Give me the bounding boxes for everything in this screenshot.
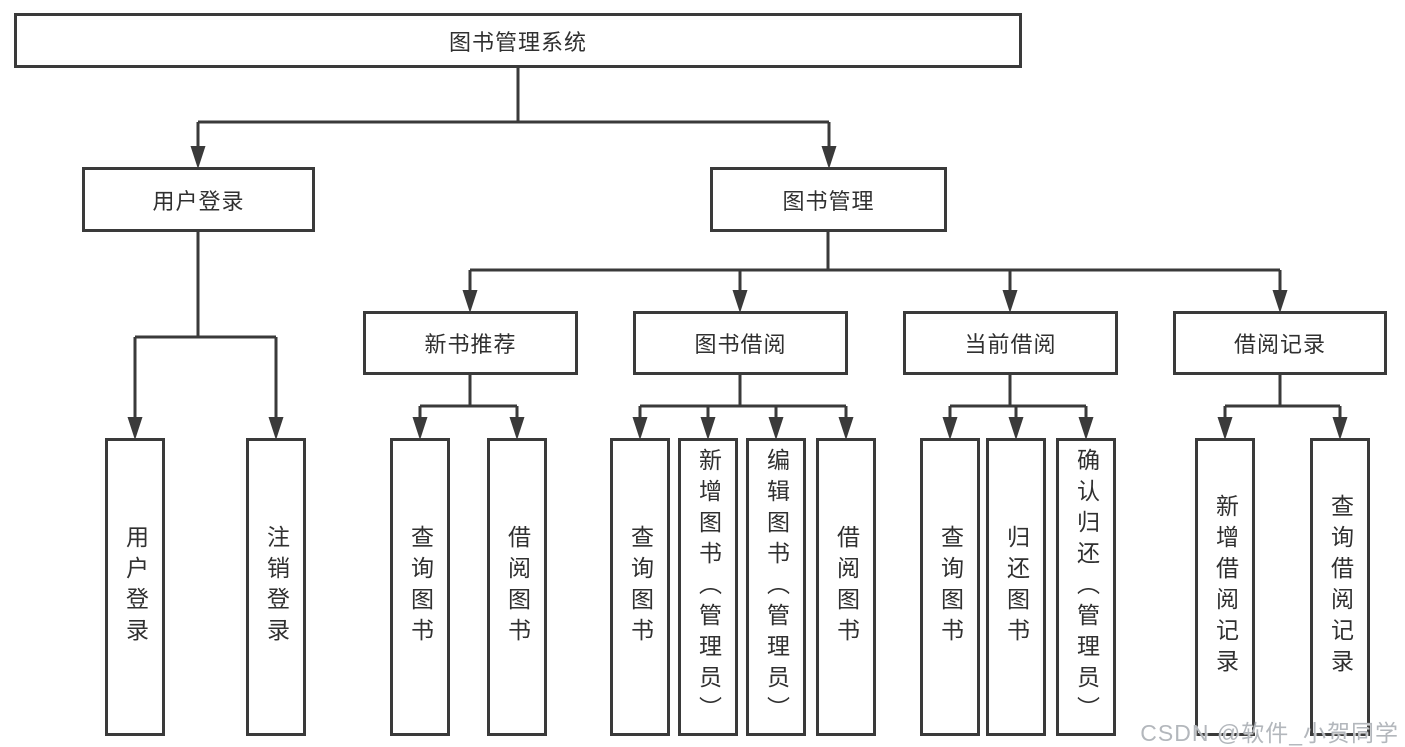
leaf-record-query: 查询借阅记录 (1310, 438, 1370, 736)
leaf-borrow-edit-admin: 编辑图书（管理员） (746, 438, 806, 736)
node-new-book-recommend: 新书推荐 (363, 311, 578, 375)
leaf-logout: 注销登录 (246, 438, 306, 736)
leaf-current-return: 归还图书 (986, 438, 1046, 736)
leaf-record-add: 新增借阅记录 (1195, 438, 1255, 736)
leaf-current-confirm-admin: 确认归还（管理员） (1056, 438, 1116, 736)
node-label: 查询图书 (407, 525, 434, 649)
leaf-borrow-query: 查询图书 (610, 438, 670, 736)
node-user-login: 用户登录 (82, 167, 315, 232)
node-borrow-records: 借阅记录 (1173, 311, 1387, 375)
node-label: 新增借阅记录 (1212, 494, 1239, 680)
node-label: 归还图书 (1003, 525, 1030, 649)
node-current-borrowing: 当前借阅 (903, 311, 1118, 375)
node-label: 图书借阅 (694, 332, 787, 357)
node-root-system: 图书管理系统 (14, 13, 1022, 68)
node-label: 编辑图书（管理员） (763, 447, 790, 727)
node-label: 注销登录 (263, 525, 290, 649)
node-label: 新增图书（管理员） (695, 447, 722, 727)
node-label: 借阅记录 (1233, 332, 1326, 357)
leaf-user-login: 用户登录 (105, 438, 165, 736)
node-label: 借阅图书 (833, 525, 860, 649)
leaf-newbook-borrow: 借阅图书 (487, 438, 547, 736)
node-label: 用户登录 (152, 188, 245, 214)
leaf-newbook-query: 查询图书 (390, 438, 450, 736)
node-label: 查询借阅记录 (1327, 494, 1354, 680)
node-label: 确认归还（管理员） (1073, 447, 1100, 727)
node-book-management: 图书管理 (710, 167, 947, 232)
node-label: 图书管理系统 (448, 29, 587, 55)
csdn-watermark: CSDN @软件_小贺同学 (1140, 720, 1399, 746)
leaf-current-query: 查询图书 (920, 438, 980, 736)
leaf-borrow-book: 借阅图书 (816, 438, 876, 736)
node-label: 图书管理 (782, 188, 875, 214)
node-label: 查询图书 (937, 525, 964, 649)
leaf-borrow-add-admin: 新增图书（管理员） (678, 438, 738, 736)
node-label: 借阅图书 (504, 525, 531, 649)
node-label: 查询图书 (627, 525, 654, 649)
node-label: 当前借阅 (964, 332, 1057, 357)
node-label: 用户登录 (122, 525, 149, 649)
node-label: 新书推荐 (424, 332, 517, 357)
node-book-borrowing: 图书借阅 (633, 311, 848, 375)
